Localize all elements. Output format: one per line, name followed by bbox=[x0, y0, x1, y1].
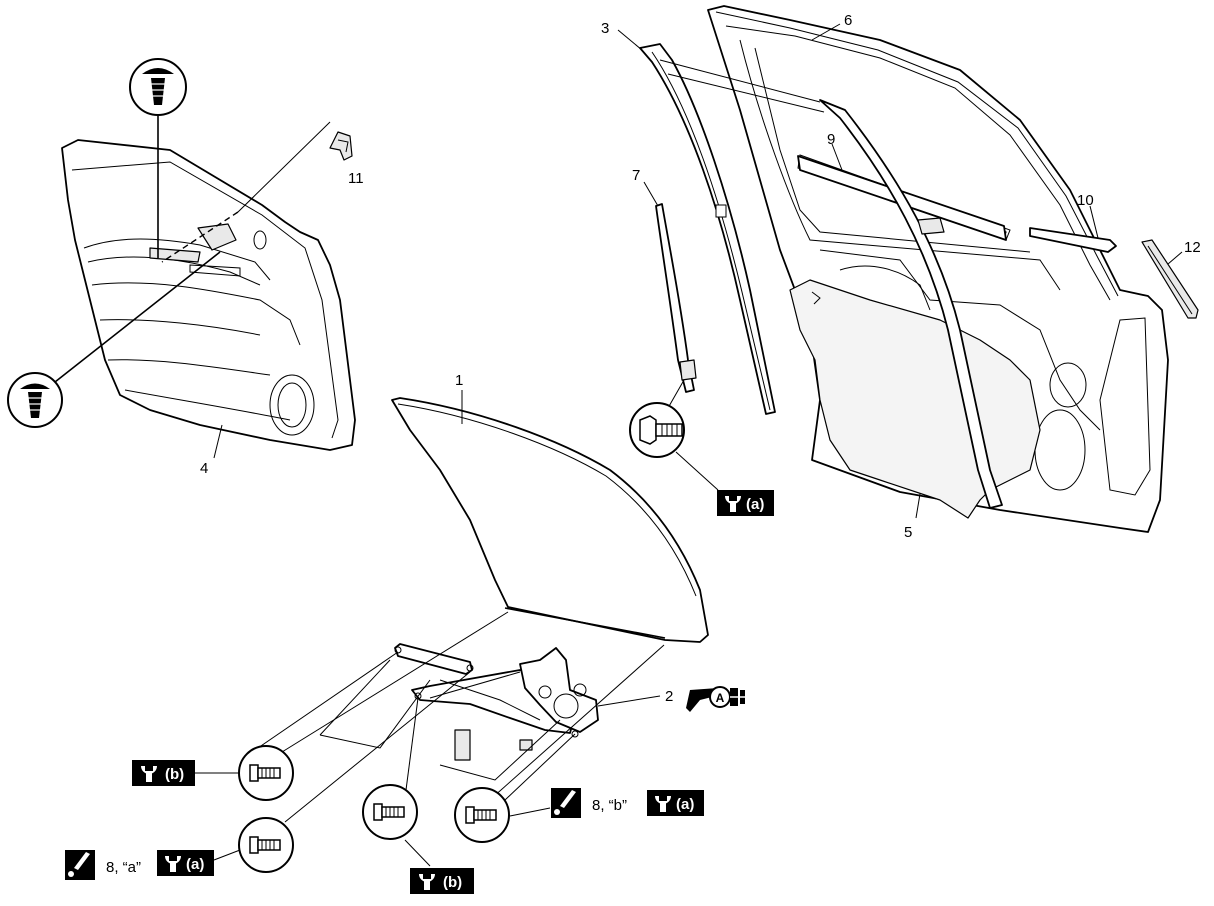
torque-badge-a-lower-left: (a) bbox=[157, 849, 241, 876]
part-labels: 1 2 3 4 5 6 7 9 10 11 12 bbox=[200, 12, 1201, 705]
bolt-icon bbox=[249, 764, 281, 782]
lube-note-b: 8, “b” bbox=[592, 797, 627, 814]
bolt-callout-b-center bbox=[362, 784, 431, 867]
door-garnish bbox=[1141, 239, 1199, 319]
torque-badge-a-right: (a) bbox=[647, 790, 704, 816]
label-11: 11 bbox=[348, 170, 364, 187]
lubrication-note-right: 8, “b” bbox=[551, 788, 627, 818]
badge-b-text: (b) bbox=[443, 874, 462, 891]
trim-clip-callout-top bbox=[129, 58, 187, 258]
regulator-mount-plane bbox=[319, 659, 561, 781]
badge-b-text: (b) bbox=[165, 766, 184, 783]
label-6: 6 bbox=[844, 12, 852, 29]
badge-a-text: (a) bbox=[746, 496, 764, 513]
label-10: 10 bbox=[1077, 192, 1094, 209]
torque-badge-b-left: (b) bbox=[132, 760, 239, 786]
torque-badge-a-sash: (a) bbox=[717, 490, 774, 516]
trim-clip-callout-left bbox=[7, 251, 221, 428]
trim-clip-icon bbox=[20, 383, 50, 418]
label-2: 2 bbox=[665, 688, 673, 705]
label-4: 4 bbox=[200, 460, 208, 477]
label-1: 1 bbox=[455, 372, 463, 389]
flange-bolt-icon bbox=[639, 415, 683, 445]
lubrication-note-left: 8, “a” bbox=[65, 850, 141, 880]
part-11-clip bbox=[161, 121, 353, 263]
rear-sash-channel bbox=[629, 203, 719, 491]
window-regulator bbox=[394, 643, 599, 761]
badge-a-text: (a) bbox=[186, 856, 204, 873]
bolt-callout-a-left bbox=[238, 817, 294, 873]
belt-molding bbox=[1029, 227, 1117, 253]
bolt-icon bbox=[373, 803, 405, 821]
trim-clip-icon bbox=[142, 68, 174, 105]
glass-run-front bbox=[639, 43, 776, 415]
bolt-icon bbox=[249, 836, 281, 854]
bolt-leaders bbox=[254, 611, 665, 823]
label-7: 7 bbox=[632, 167, 640, 184]
bolt-callout-a-right bbox=[454, 787, 551, 843]
bolt-icon bbox=[465, 806, 497, 824]
lube-note-a: 8, “a” bbox=[106, 859, 141, 876]
torque-badge-b-bottom: (b) bbox=[410, 868, 474, 894]
grease-gun-icon: A bbox=[686, 686, 745, 712]
label-12: 12 bbox=[1184, 239, 1201, 256]
grease-brush-icon bbox=[68, 852, 90, 877]
label-leaders bbox=[213, 23, 1183, 707]
badge-a-text: (a) bbox=[676, 796, 694, 813]
label-5: 5 bbox=[904, 524, 912, 541]
label-9: 9 bbox=[827, 131, 835, 148]
grease-letter: A bbox=[716, 691, 725, 705]
division-channel bbox=[659, 59, 1003, 509]
door-trim-panel bbox=[61, 139, 356, 451]
bolt-callout-b-left bbox=[238, 745, 294, 801]
label-3: 3 bbox=[601, 20, 609, 37]
grease-brush-icon bbox=[554, 790, 576, 815]
door-glass bbox=[391, 397, 709, 643]
